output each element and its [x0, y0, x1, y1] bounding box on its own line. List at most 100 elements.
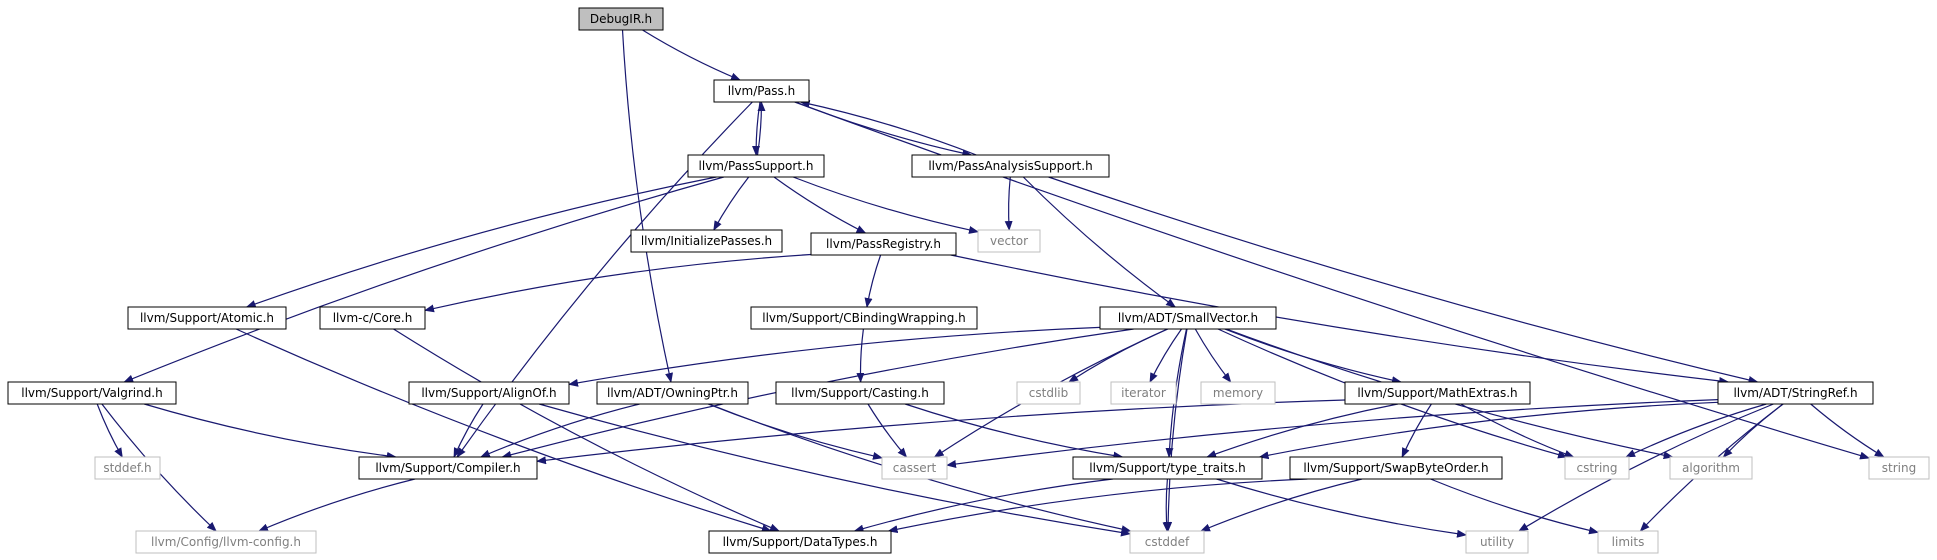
- edge-swapbyte-to-cstddef: [1200, 478, 1363, 532]
- edge-line: [1194, 328, 1232, 383]
- node-llvm-support-type-traits-h[interactable]: llvm/Support/type_traits.h: [1072, 456, 1263, 480]
- node-memory: memory: [1200, 381, 1276, 405]
- edge-line: [245, 176, 717, 308]
- node-box: [358, 456, 538, 480]
- node-box: [1200, 381, 1276, 405]
- edge-smallvector-to-cstddef: [1164, 328, 1188, 532]
- node-llvm-support-datatypes-h[interactable]: llvm/Support/DataTypes.h: [708, 530, 892, 554]
- edge-line: [756, 101, 766, 156]
- node-llvm-support-mathextras-h[interactable]: llvm/Support/MathExtras.h: [1344, 381, 1531, 405]
- edge-line: [1206, 403, 1399, 458]
- edge-atomic-to-datatypes: [235, 328, 772, 533]
- node-llvm-support-alignof-h[interactable]: llvm/Support/AlignOf.h: [408, 381, 570, 405]
- edge-line: [1518, 403, 1774, 532]
- node-cstdlib: cstdlib: [1016, 381, 1081, 405]
- node-box: [7, 381, 177, 405]
- node-llvm-adt-owningptr-h[interactable]: llvm/ADT/OwningPtr.h: [596, 381, 749, 405]
- node-label: memory: [1213, 386, 1263, 400]
- node-box: [810, 232, 957, 256]
- node-llvm-support-swapbyteorder-h[interactable]: llvm/Support/SwapByteOrder.h: [1289, 456, 1503, 480]
- node-box: [408, 381, 570, 405]
- node-stddef-h: stddef.h: [94, 456, 161, 480]
- node-box: [319, 306, 426, 330]
- node-box: [94, 456, 161, 480]
- node-label: llvm/PassAnalysisSupport.h: [928, 159, 1092, 173]
- node-label: DebugIR.h: [590, 12, 652, 26]
- edge-line: [1258, 401, 1719, 460]
- edge-line: [1004, 176, 1013, 231]
- node-box: [630, 229, 783, 253]
- edge-passanalysis-to-pass: [799, 99, 977, 156]
- edge-pass-to-passanalysis: [795, 101, 973, 158]
- node-llvm-support-casting-h[interactable]: llvm/Support/Casting.h: [775, 381, 945, 405]
- edge-debugir-to-pass: [642, 29, 741, 81]
- edge-passregistry-to-ccore: [424, 253, 812, 313]
- node-label: utility: [1480, 535, 1514, 549]
- node-llvm-support-atomic-h[interactable]: llvm/Support/Atomic.h: [127, 306, 287, 330]
- node-llvm-support-compiler-h[interactable]: llvm/Support/Compiler.h: [358, 456, 538, 480]
- edge-stringref-to-cassert: [946, 399, 1719, 468]
- node-label: llvm/InitializePasses.h: [641, 234, 772, 248]
- edge-line: [621, 29, 673, 383]
- edge-passregistry-to-cbinding: [864, 254, 882, 308]
- node-string: string: [1868, 456, 1930, 480]
- edge-passregistry-to-stringref: [950, 254, 1730, 385]
- node-llvm-pass-h[interactable]: llvm/Pass.h: [713, 79, 810, 103]
- edge-line: [864, 254, 882, 308]
- node-label: llvm/ADT/SmallVector.h: [1118, 311, 1258, 325]
- edge-casting-to-typetraits: [904, 403, 1124, 460]
- edge-line: [1216, 478, 1467, 538]
- node-iterator: iterator: [1110, 381, 1177, 405]
- edge-passsupport-to-initpasses: [713, 176, 750, 231]
- node-cstring: cstring: [1564, 456, 1630, 480]
- edge-line: [1430, 478, 1599, 535]
- node-box: [1110, 381, 1177, 405]
- edge-line: [642, 29, 741, 81]
- edge-line: [258, 478, 416, 532]
- edge-line: [887, 478, 1308, 534]
- edge-typetraits-to-utility: [1216, 478, 1467, 538]
- edge-line: [123, 176, 724, 383]
- node-llvm-adt-smallvector-h[interactable]: llvm/ADT/SmallVector.h: [1099, 306, 1277, 330]
- edge-smallvector-to-alignof: [568, 326, 1101, 387]
- edge-valgrind-to-stddef: [96, 403, 123, 458]
- edge-line: [96, 403, 123, 458]
- node-label: llvm/Support/MathExtras.h: [1357, 386, 1517, 400]
- node-label: limits: [1612, 535, 1645, 549]
- node-label: iterator: [1121, 386, 1166, 400]
- node-box: [135, 530, 317, 554]
- edge-typetraits-to-datatypes: [853, 478, 1113, 533]
- edge-passanalysis-to-vector: [1004, 176, 1013, 231]
- node-llvm-c-core-h[interactable]: llvm-c/Core.h: [319, 306, 426, 330]
- node-algorithm: algorithm: [1669, 456, 1753, 480]
- edge-line: [950, 254, 1730, 385]
- edge-stringref-to-utility: [1518, 403, 1774, 532]
- node-cstddef: cstddef: [1129, 530, 1205, 554]
- edge-line: [424, 253, 812, 313]
- node-label: llvm/PassRegistry.h: [826, 237, 941, 251]
- node-llvm-adt-stringref-h[interactable]: llvm/ADT/StringRef.h: [1717, 381, 1874, 405]
- edge-line: [1460, 403, 1575, 458]
- node-llvm-passanalysissupport-h[interactable]: llvm/PassAnalysisSupport.h: [911, 154, 1110, 178]
- node-box: [1564, 456, 1630, 480]
- node-debugir-h[interactable]: DebugIR.h: [578, 7, 664, 31]
- node-label: stddef.h: [103, 461, 151, 475]
- nodes-layer: DebugIR.h llvm/Pass.h llvm/PassSupport.h ll…: [7, 7, 1930, 554]
- edge-passsupport-to-valgrind: [123, 176, 724, 383]
- node-box: [1129, 530, 1205, 554]
- node-llvm-initializepasses-h[interactable]: llvm/InitializePasses.h: [630, 229, 783, 253]
- node-label: llvm/Support/Casting.h: [791, 386, 929, 400]
- edge-mathextras-to-typetraits: [1206, 403, 1399, 458]
- edge-line: [538, 403, 1131, 537]
- node-vector: vector: [977, 229, 1041, 253]
- node-llvm-passsupport-h[interactable]: llvm/PassSupport.h: [687, 154, 825, 178]
- node-box: [596, 381, 749, 405]
- node-llvm-support-valgrind-h[interactable]: llvm/Support/Valgrind.h: [7, 381, 177, 405]
- node-label: llvm/ADT/OwningPtr.h: [607, 386, 738, 400]
- node-llvm-support-cbindingwrapping-h[interactable]: llvm/Support/CBindingWrapping.h: [750, 306, 978, 330]
- node-label: llvm/Support/Compiler.h: [375, 461, 520, 475]
- node-llvm-passregistry-h[interactable]: llvm/PassRegistry.h: [810, 232, 957, 256]
- node-box: [1099, 306, 1277, 330]
- node-label: llvm/Support/Valgrind.h: [21, 386, 162, 400]
- edge-cbinding-to-casting: [856, 328, 865, 383]
